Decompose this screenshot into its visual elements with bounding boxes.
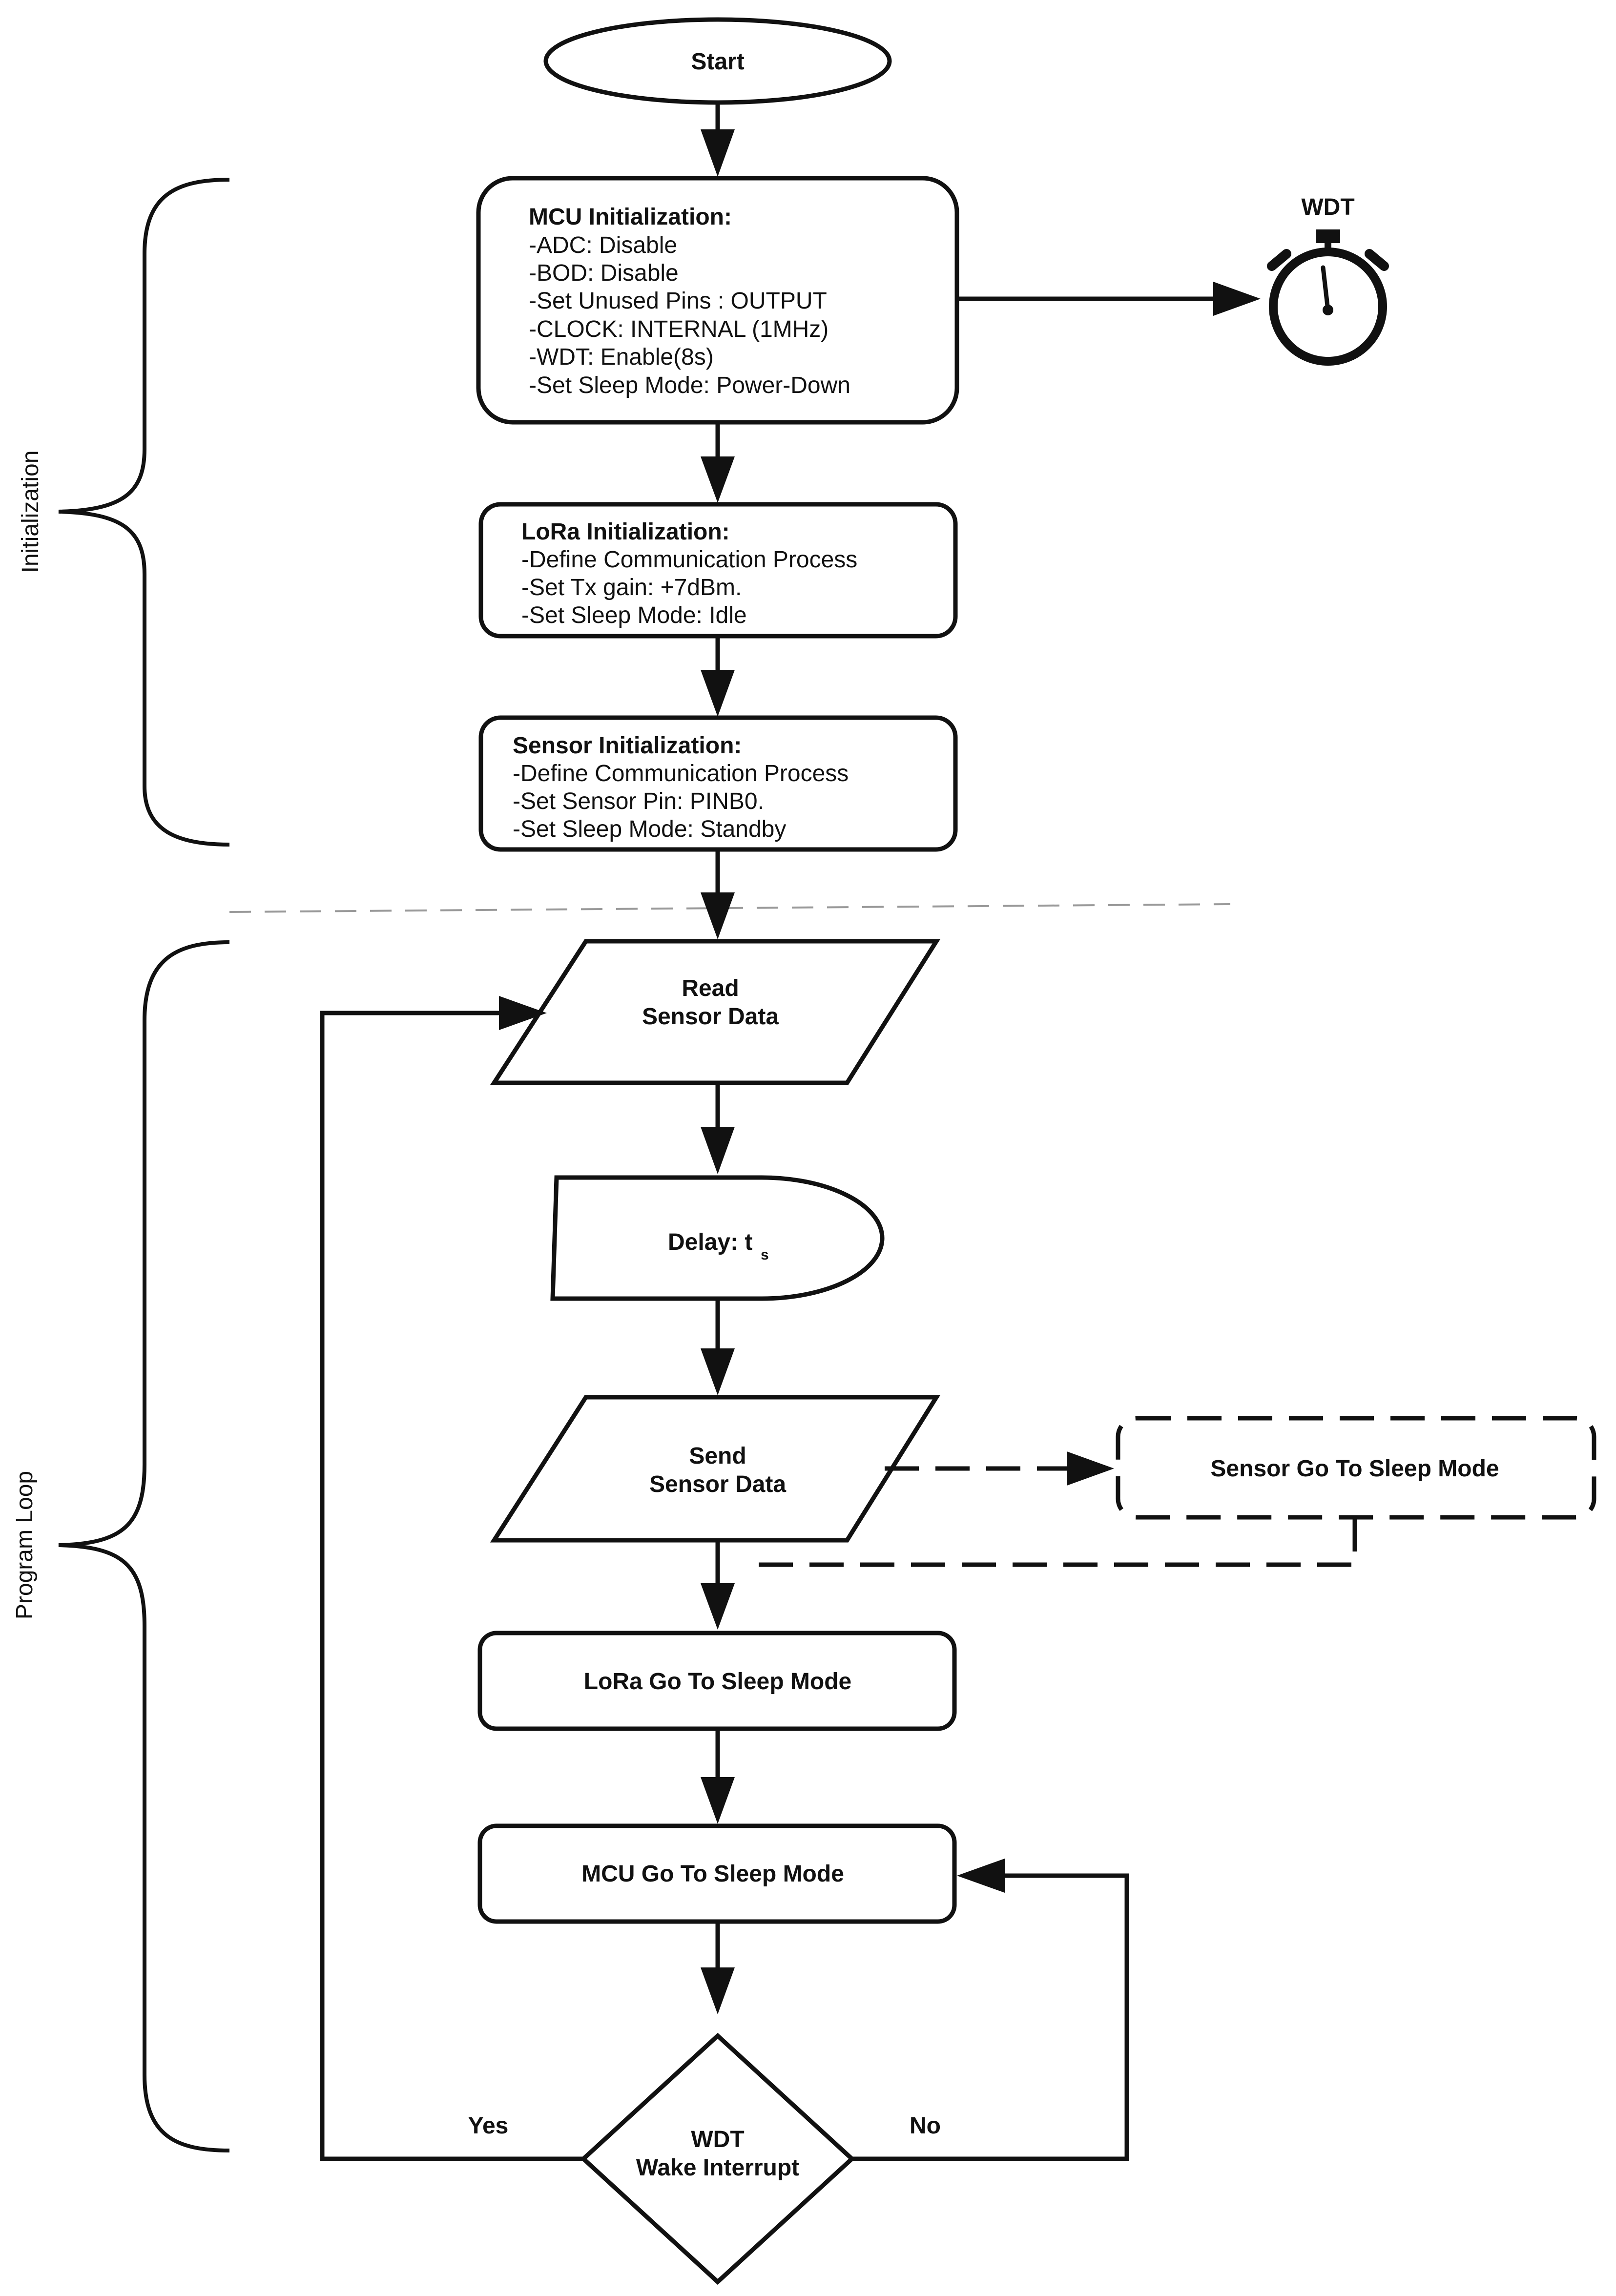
mcu-init-line: -CLOCK: INTERNAL (1MHz) — [529, 316, 829, 342]
mcu-init-title: MCU Initialization: — [529, 204, 732, 230]
mcu-init-line: -BOD: Disable — [529, 260, 679, 286]
lora-init-title: LoRa Initialization: — [521, 519, 730, 545]
arrowhead — [499, 996, 547, 1030]
arrowhead — [701, 892, 735, 939]
mcu-init-line: -Set Sleep Mode: Power-Down — [529, 372, 850, 398]
arrowhead — [1213, 282, 1261, 316]
sensor-sleep-label: Sensor Go To Sleep Mode — [1210, 1456, 1499, 1482]
arrowhead — [701, 129, 735, 177]
send-sensor-line1: Send — [689, 1443, 746, 1469]
read-sensor-line1: Read — [682, 975, 739, 1001]
section-separator — [229, 903, 1231, 913]
sensor-init-line: -Define Communication Process — [513, 761, 849, 786]
yes-label: Yes — [468, 2113, 509, 2139]
arrowhead — [701, 1348, 735, 1395]
mcu-sleep-label: MCU Go To Sleep Mode — [581, 1861, 844, 1887]
wdt-label: WDT — [1301, 194, 1354, 220]
arrowhead — [701, 1127, 735, 1174]
connector-no-loop — [852, 1873, 1129, 2161]
stopwatch-icon — [1267, 229, 1389, 366]
mcu-init-line: -Set Unused Pins : OUTPUT — [529, 288, 827, 314]
arrowhead — [701, 1777, 735, 1824]
initialization-brace — [58, 178, 230, 847]
connector-sensor-sleep-return — [742, 1517, 1357, 1567]
wdt-wake-interrupt-decision — [580, 2032, 855, 2285]
delay-subscript: s — [761, 1247, 769, 1263]
arrowhead — [701, 456, 735, 503]
send-sensor-line2: Sensor Data — [649, 1471, 786, 1497]
no-label: No — [910, 2113, 941, 2139]
arrowhead — [701, 1583, 735, 1630]
connector-yes-loop — [320, 1011, 583, 2161]
lora-init-line: -Set Sleep Mode: Idle — [521, 602, 747, 628]
mcu-init-line: -ADC: Disable — [529, 232, 677, 258]
sensor-init-title: Sensor Initialization: — [513, 733, 742, 759]
send-sensor-data-io — [490, 1395, 941, 1543]
arrowhead — [1067, 1451, 1114, 1486]
decision-line2: Wake Interrupt — [636, 2155, 799, 2181]
read-sensor-line2: Sensor Data — [642, 1004, 779, 1030]
arrowhead — [701, 1967, 735, 2014]
lora-sleep-label: LoRa Go To Sleep Mode — [584, 1669, 851, 1695]
sensor-init-line: -Set Sleep Mode: Standby — [513, 816, 786, 842]
delay-label: Delay: t — [668, 1229, 752, 1255]
arrowhead — [701, 670, 735, 717]
start-label: Start — [691, 49, 744, 75]
sensor-init-line: -Set Sensor Pin: PINB0. — [513, 788, 764, 814]
read-sensor-data-io — [490, 939, 941, 1085]
delay-box — [550, 1175, 885, 1301]
mcu-init-line: -WDT: Enable(8s) — [529, 344, 714, 370]
lora-init-line: -Set Tx gain: +7dBm. — [521, 575, 742, 600]
arrowhead — [957, 1859, 1005, 1893]
program-loop-brace — [58, 940, 230, 2152]
lora-init-line: -Define Communication Process — [521, 547, 857, 573]
initialization-label: Initialization — [18, 451, 43, 573]
program-loop-label: Program Loop — [12, 1471, 38, 1619]
decision-line1: WDT — [691, 2127, 744, 2152]
